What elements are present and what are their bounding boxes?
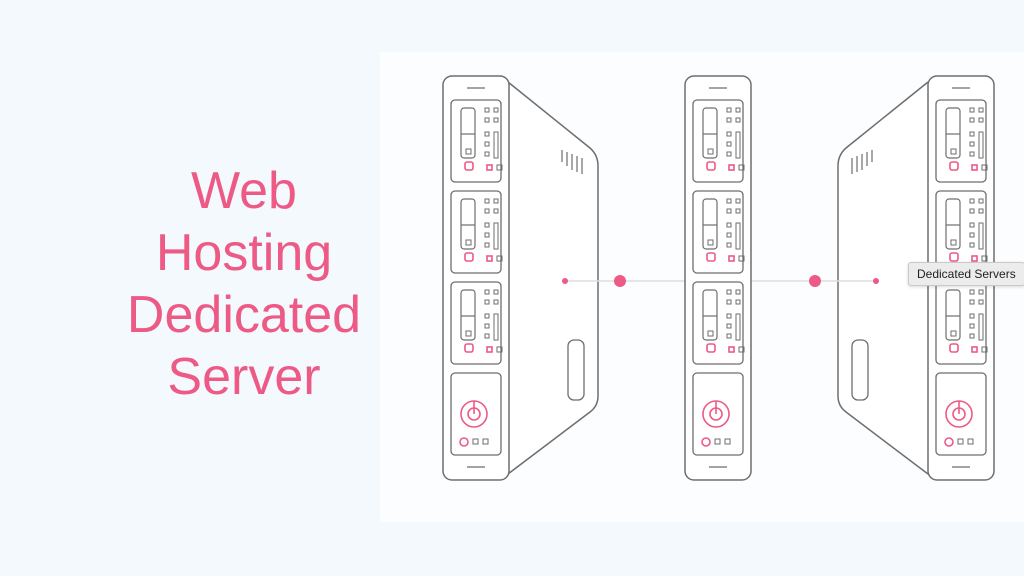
server-left-side-panel bbox=[507, 81, 599, 475]
server-center bbox=[685, 76, 751, 480]
tooltip-dedicated-servers: Dedicated Servers bbox=[908, 262, 1024, 286]
title-line-1: Web bbox=[191, 162, 297, 220]
title-line-4: Server bbox=[167, 348, 321, 406]
title-line-2: Hosting bbox=[155, 224, 333, 282]
server-left bbox=[443, 76, 509, 480]
title-line-3: Dedicated bbox=[126, 286, 362, 344]
page-title: Web Hosting Dedicated Server bbox=[0, 160, 488, 408]
